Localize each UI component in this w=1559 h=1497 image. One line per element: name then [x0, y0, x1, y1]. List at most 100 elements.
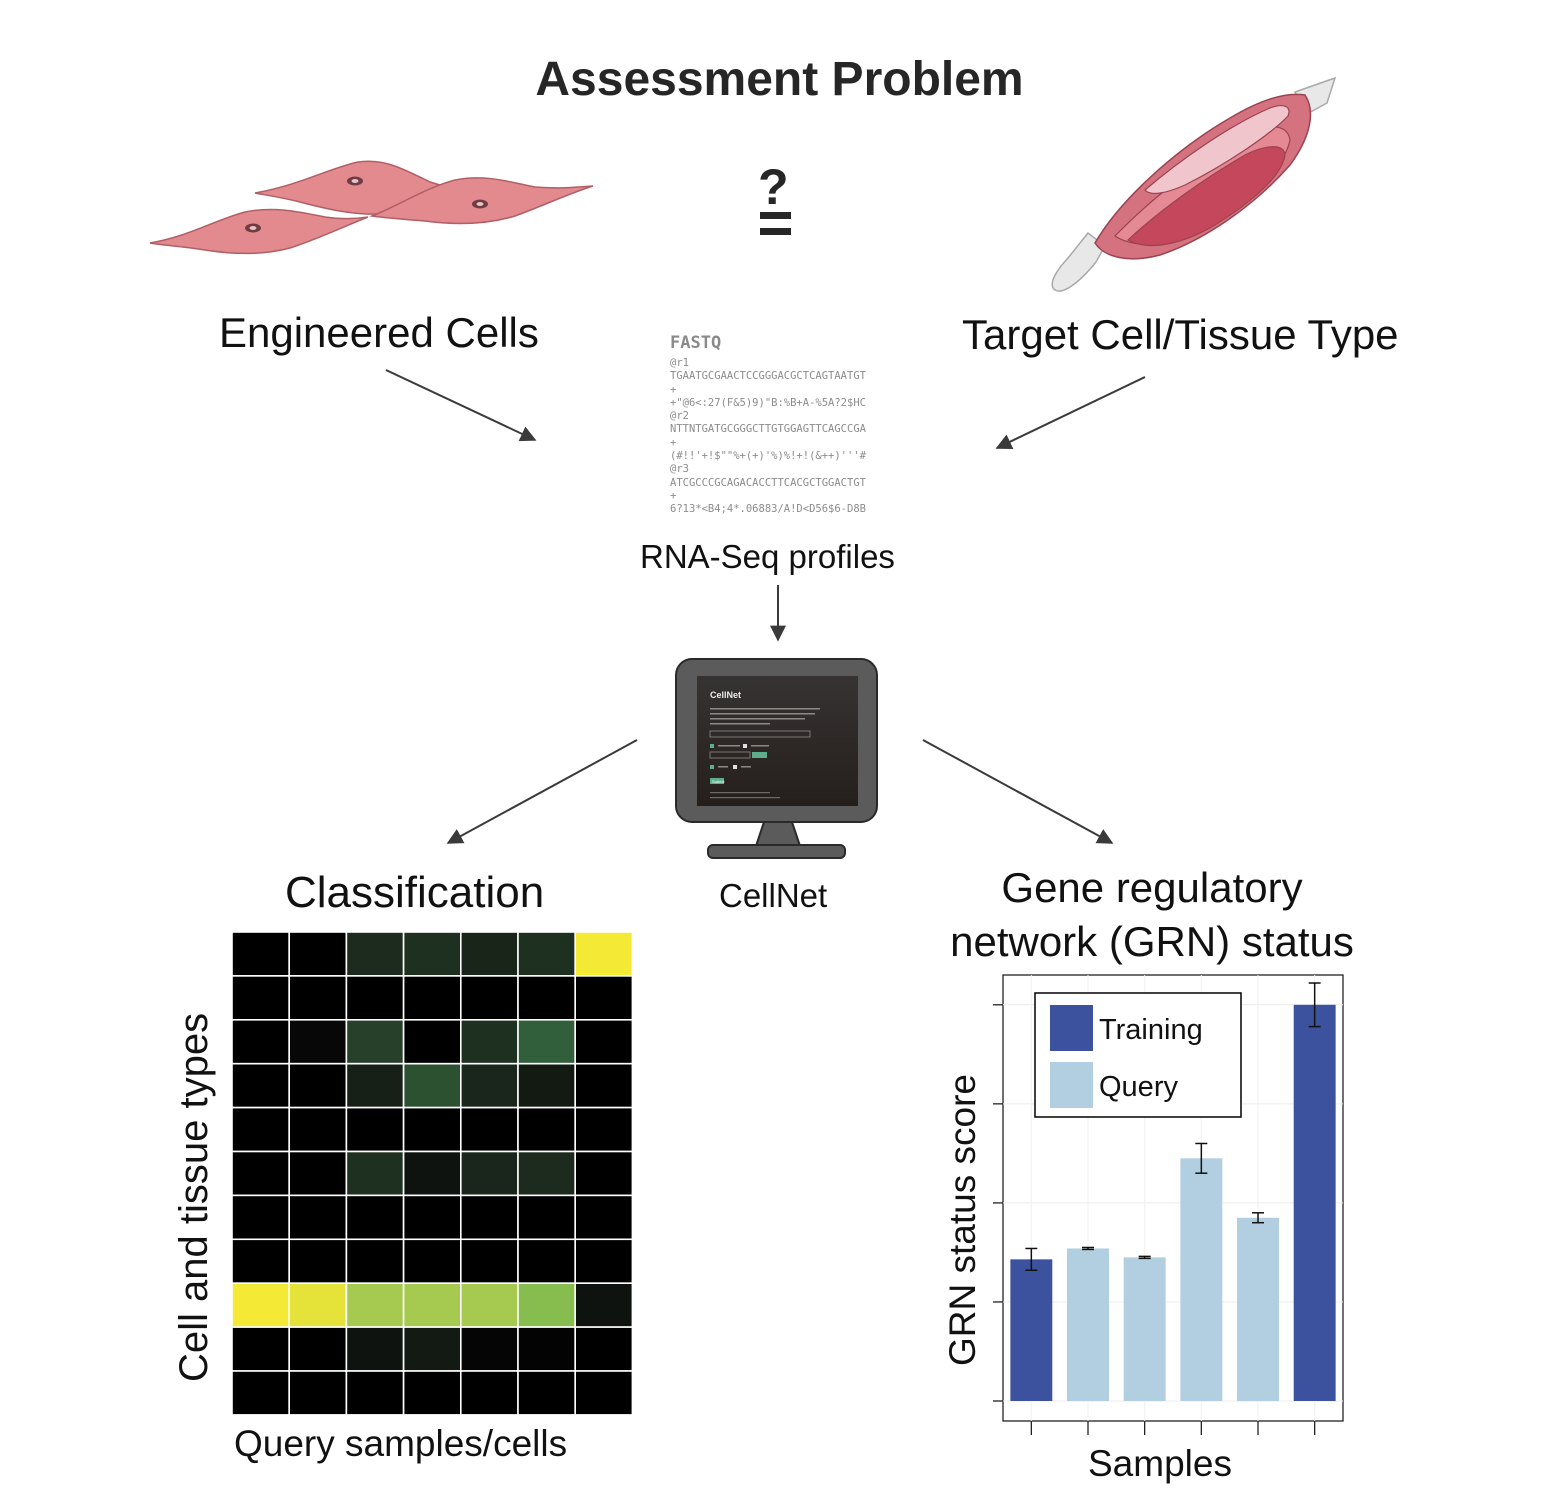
heatmap-cell: [231, 975, 291, 1021]
heatmap-cell: [345, 1238, 405, 1285]
heatmap-cell: [231, 1238, 291, 1285]
bar-4: [1180, 1158, 1223, 1401]
legend-label: Training: [1099, 1014, 1203, 1046]
heatmap-cell: [517, 1106, 577, 1153]
cellnet-label: CellNet: [719, 877, 828, 914]
heatmap-cell: [231, 1370, 291, 1416]
monitor-submit-button: Submit: [712, 779, 725, 784]
computer-monitor-icon: [675, 658, 878, 859]
engineered-cells-label: Engineered Cells: [219, 309, 539, 356]
heatmap-cell: [402, 1150, 462, 1197]
heatmap-cell: [345, 931, 405, 977]
heatmap-cell: [231, 1062, 291, 1109]
heatmap-cell: [459, 1018, 519, 1065]
heatmap-cell: [288, 1062, 348, 1109]
heatmap-cell: [288, 1194, 348, 1241]
heatmap-cell: [402, 1282, 462, 1328]
fastq-line: +: [670, 436, 677, 449]
heatmap-cell: [574, 1194, 634, 1241]
heatmap-cell: [231, 1106, 291, 1153]
engineered-cells-icon: [149, 160, 594, 255]
heatmap-cell: [288, 1238, 348, 1285]
fastq-line: +: [670, 383, 677, 396]
heatmap-cell: [517, 975, 577, 1021]
grn-title-line2: network (GRN) status: [950, 918, 1354, 965]
fastq-line: TGAATGCGAACTCCGGGACGCTCAGTAATGT: [670, 370, 866, 383]
heatmap-cell: [231, 1018, 291, 1065]
grn-title-line1: Gene regulatory: [1001, 864, 1303, 911]
fastq-line: +: [670, 489, 677, 502]
heatmap-cell: [459, 1238, 519, 1285]
fastq-line: @r2: [670, 410, 689, 423]
heatmap-cell: [402, 1018, 462, 1065]
heatmap-cell: [517, 1194, 577, 1241]
bar-6: [1293, 1004, 1336, 1401]
heatmap-cell: [517, 1282, 577, 1328]
heatmap-cell: [459, 931, 519, 977]
classification-title: Classification: [285, 868, 545, 917]
heatmap-cell: [402, 1062, 462, 1109]
heatmap-y-label: Cell and tissue types: [172, 1012, 216, 1382]
bar-x-label: Samples: [1088, 1443, 1232, 1484]
heatmap-cell: [574, 1370, 634, 1416]
arrow-to-grn: [922, 739, 1114, 844]
heatmap-cell: [345, 1150, 405, 1197]
heatmap-cell: [402, 931, 462, 977]
fastq-line: 6?13*<B4;4*.06883/A!D<D56$6-D8B: [670, 503, 866, 516]
bar-2: [1067, 1248, 1109, 1401]
legend-swatch: [1050, 1005, 1093, 1051]
fastq-line: (#!!'+!$""%+(+)'%)%!+!(&++)'''#: [670, 450, 866, 463]
heatmap-cell: [459, 1370, 519, 1416]
heatmap-cell: [574, 1326, 634, 1372]
heatmap-cell: [231, 1282, 291, 1328]
fastq-header: FASTQ: [670, 333, 722, 353]
heatmap-cell: [574, 1062, 634, 1109]
heatmap-cell: [574, 1150, 634, 1197]
heatmap-cell: [345, 1194, 405, 1241]
equals-sign: [760, 212, 791, 219]
heatmap-cell: [402, 1238, 462, 1285]
heatmap-cell: [574, 1106, 634, 1153]
heatmap-cell: [459, 1106, 519, 1153]
arrow-cells-to-fastq: [385, 369, 537, 442]
heatmap-cell: [517, 1370, 577, 1416]
legend-swatch: [1050, 1062, 1093, 1108]
heatmap-x-label: Query samples/cells: [234, 1423, 568, 1464]
arrow-tissue-to-fastq: [995, 376, 1146, 449]
heatmap-cell: [517, 1150, 577, 1197]
heatmap-cell: [288, 1150, 348, 1197]
heatmap-cell: [402, 975, 462, 1021]
heatmap-cell: [459, 1062, 519, 1109]
heatmap-cell: [574, 1282, 634, 1328]
bar-5: [1237, 1217, 1279, 1401]
heatmap-cell: [231, 1326, 291, 1372]
fastq-line: NTTNTGATGCGGGCTTGTGGAGTTCAGCCGA: [670, 423, 866, 436]
heatmap-cell: [288, 931, 348, 977]
heatmap-cell: [345, 1282, 405, 1328]
bar-3: [1123, 1257, 1166, 1401]
heatmap-cell: [459, 975, 519, 1021]
heatmap-cell: [288, 1370, 348, 1416]
heatmap-cell: [288, 1326, 348, 1372]
bar-1: [1010, 1259, 1053, 1401]
heatmap-cell: [288, 975, 348, 1021]
heatmap-cell: [459, 1326, 519, 1372]
fastq-line: @r1: [670, 357, 689, 369]
heatmap-cell: [345, 1106, 405, 1153]
classification-heatmap: [231, 931, 634, 1416]
rna-seq-label: RNA-Seq profiles: [640, 538, 895, 575]
heatmap-cell: [574, 1238, 634, 1285]
heatmap-cell: [402, 1326, 462, 1372]
monitor-screen-title: CellNet: [710, 690, 741, 700]
fastq-line: ATCGCCCGCAGACACCTTCACGCTGGACTGT: [670, 476, 866, 489]
heatmap-cell: [517, 1062, 577, 1109]
fastq-line: +"@6<:27(F&5)9)"B:%B+A-%5A?2$HC: [670, 396, 866, 409]
heatmap-cell: [345, 1326, 405, 1372]
heatmap-cell: [345, 975, 405, 1021]
heatmap-cell: [459, 1150, 519, 1197]
heatmap-cell: [231, 1150, 291, 1197]
fastq-line: @r3: [670, 463, 689, 476]
